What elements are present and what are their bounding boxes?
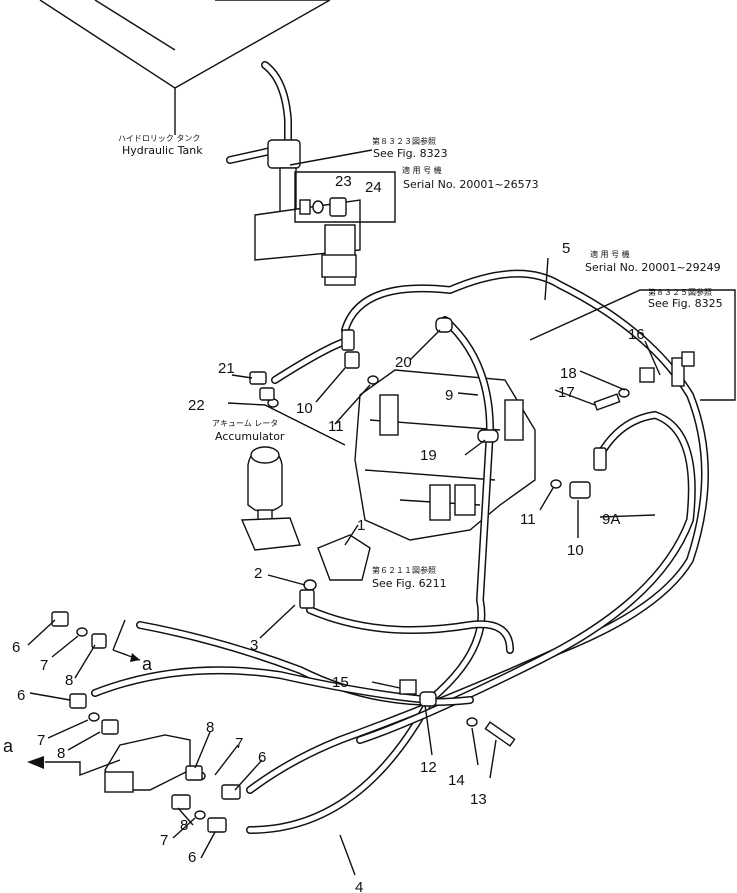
callout-20: 20 [395, 354, 412, 371]
callout-22: 22 [188, 397, 205, 414]
serial-2-label: Serial No. 20001~29249 [585, 261, 721, 274]
hydraulic-tank [39, 0, 331, 135]
valve-block-1 [303, 534, 371, 591]
arrow-a-label-2: a [3, 736, 14, 756]
serial-jp-1-label: 適 用 号 機 [402, 165, 442, 175]
fitting-box-16-18 [529, 289, 736, 401]
callout-6d: 6 [188, 849, 196, 866]
callout-16: 16 [628, 326, 645, 343]
callout-12: 12 [420, 759, 437, 776]
callout-2: 2 [254, 565, 262, 582]
callout-21: 21 [218, 360, 235, 377]
callout-7b: 7 [37, 732, 45, 749]
hydraulic-tank-jp-label: ハイドロリック タンク [118, 134, 200, 143]
callout-19: 19 [420, 447, 437, 464]
callout-13: 13 [470, 791, 487, 808]
callout-5: 5 [562, 240, 570, 257]
callout-6c: 6 [258, 749, 266, 766]
callout-10a: 10 [296, 400, 313, 417]
ref-8325-label: See Fig. 8325 [648, 297, 723, 310]
callout-8b: 8 [57, 745, 65, 762]
callout-7d: 7 [160, 832, 168, 849]
callout-1: 1 [357, 517, 365, 534]
callout-6a: 6 [12, 639, 20, 656]
callout-14: 14 [448, 772, 465, 789]
accumulator [240, 446, 301, 551]
callout-8d: 8 [180, 817, 188, 834]
ref-6211-label: See Fig. 6211 [372, 577, 447, 590]
serial-1-label: Serial No. 20001~26573 [403, 178, 539, 191]
callout-3: 3 [250, 637, 258, 654]
callout-7a: 7 [40, 657, 48, 674]
fittings [51, 317, 695, 833]
callout-10b: 10 [567, 542, 584, 559]
callout-6b: 6 [17, 687, 25, 704]
ppc-valve [104, 734, 191, 793]
leader-lines [27, 149, 661, 876]
callout-8c: 8 [206, 719, 214, 736]
callout-23: 23 [335, 173, 352, 190]
callout-18: 18 [560, 365, 577, 382]
accumulator-jp-label: アキューム レータ [212, 419, 278, 428]
serial-jp-2-label: 適 用 号 機 [590, 249, 630, 259]
callout-24: 24 [365, 179, 382, 196]
callout-9A: 9A [602, 511, 620, 528]
ref-6211-jp-label: 第６２１１図参照 [372, 565, 436, 575]
ref-8325-jp-label: 第８３２５図参照 [648, 287, 712, 297]
accumulator-label: Accumulator [215, 430, 285, 443]
callout-9: 9 [445, 387, 453, 404]
callout-8a: 8 [65, 672, 73, 689]
callout-4: 4 [355, 879, 363, 893]
callout-15: 15 [332, 674, 349, 691]
hydraulic-tank-label: Hydraulic Tank [122, 144, 203, 157]
callout-17: 17 [558, 384, 575, 401]
fitting-box-23-24 [294, 171, 396, 223]
ref-8323-jp-label: 第８３２３図参照 [372, 136, 436, 146]
callout-11b: 11 [520, 511, 536, 528]
callout-7c: 7 [235, 735, 243, 752]
ref-8323-label: See Fig. 8323 [373, 147, 448, 160]
callout-11a: 11 [328, 418, 344, 435]
arrow-a-label-1: a [142, 654, 153, 674]
